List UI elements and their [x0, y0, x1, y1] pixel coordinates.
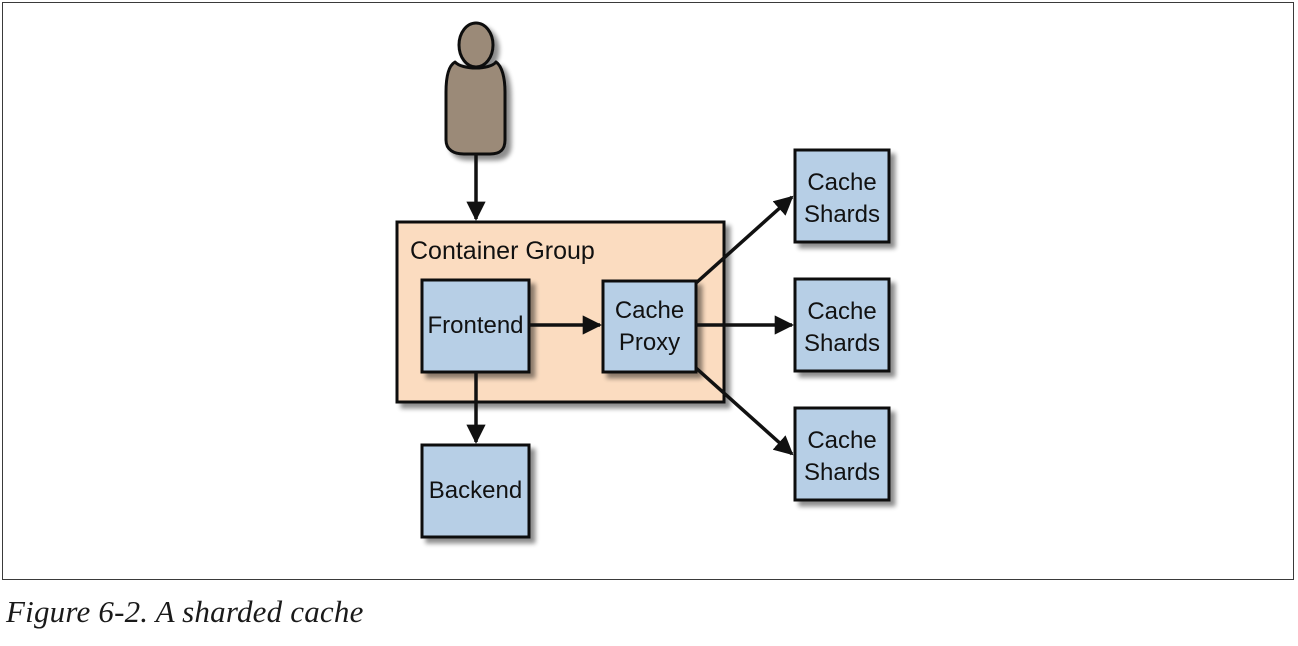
user-icon [444, 21, 507, 156]
cache-shard-1-line2: Shards [804, 201, 880, 228]
cache-shard-3-line1: Cache [807, 427, 876, 454]
cache-shard-2-line1: Cache [807, 298, 876, 325]
cache-shard-node-1: Cache Shards [793, 148, 891, 244]
cache-shard-3-line2: Shards [804, 459, 880, 486]
container-group-label: Container Group [410, 237, 595, 265]
cache-shard-2-line2: Shards [804, 330, 880, 357]
backend-label: Backend [429, 477, 522, 504]
cache-proxy-node: Cache Proxy [601, 279, 698, 374]
cache-shard-node-2: Cache Shards [793, 277, 891, 373]
frontend-label: Frontend [427, 312, 523, 339]
arrow-proxy-to-shard-3 [694, 366, 794, 456]
cache-proxy-label-line2: Proxy [619, 329, 680, 356]
cache-shard-node-3: Cache Shards [793, 406, 891, 502]
cache-proxy-label-line1: Cache [615, 297, 684, 324]
frontend-node: Frontend [420, 278, 531, 374]
figure-caption: Figure 6-2. A sharded cache [6, 594, 364, 629]
cache-shard-1-line1: Cache [807, 169, 876, 196]
backend-node: Backend [420, 443, 531, 539]
arrow-proxy-to-shard-1 [694, 195, 794, 285]
